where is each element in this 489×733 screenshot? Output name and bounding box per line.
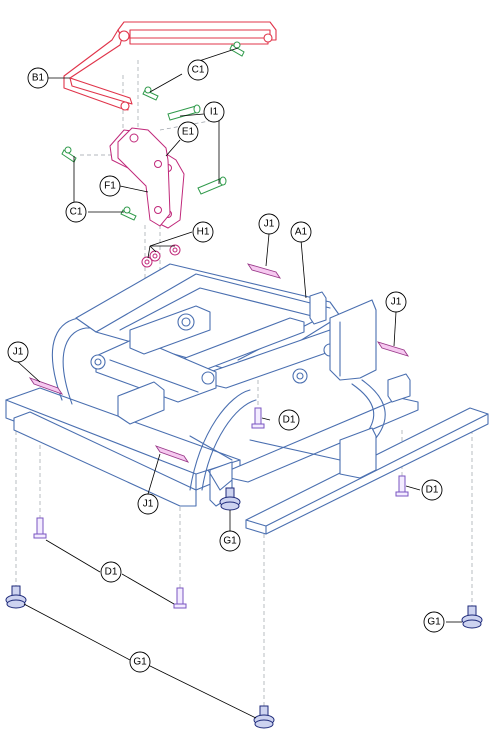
washers-h1 [141,244,181,268]
label-g1-bottom: G1 [129,651,151,673]
svg-text:E1: E1 [182,127,195,138]
label-j1-right: J1 [385,291,407,313]
pad-j1-top [246,263,282,279]
label-g1-right: G1 [423,611,445,633]
bolt-d1-2 [395,475,409,497]
bracket-b1 [63,21,277,111]
label-i1: I1 [203,101,225,123]
bolt-d1-3 [33,517,47,539]
pin-i1-upper [167,104,201,121]
bolt-d1-1 [251,407,265,429]
clip-c1-mid [142,86,159,101]
svg-text:J1: J1 [391,297,402,308]
clip-c1-bottom [120,206,137,221]
label-g1-center: G1 [219,530,241,552]
label-j1-front: J1 [137,493,159,515]
label-b1: B1 [27,67,49,89]
label-a1: A1 [290,221,312,243]
label-d1-right-upper: D1 [278,409,300,431]
pad-j1-front [154,445,190,463]
bolt-d1-4 [173,587,187,609]
label-j1-top: J1 [258,213,280,235]
pad-j1-right [376,341,410,357]
pad-j1-left [28,377,64,395]
svg-text:D1: D1 [283,415,296,426]
svg-text:G1: G1 [223,536,237,547]
svg-text:H1: H1 [197,227,210,238]
glide-g1-2 [5,585,27,609]
svg-text:B1: B1 [32,73,45,84]
label-h1: H1 [192,221,214,243]
svg-text:J1: J1 [264,219,275,230]
glide-g1-3 [461,605,483,629]
svg-text:C1: C1 [192,65,205,76]
label-d1-right-lower: D1 [421,479,443,501]
label-c1-left: C1 [65,201,87,223]
svg-text:G1: G1 [427,617,441,628]
label-d1-bottom: D1 [100,561,122,583]
plate-f1 [117,127,171,227]
pin-i1-lower [197,176,227,195]
leader-lines [17,47,462,719]
label-e1: E1 [177,121,199,143]
svg-text:F1: F1 [104,181,116,192]
svg-text:I1: I1 [210,107,219,118]
label-j1-left: J1 [7,341,29,363]
svg-text:J1: J1 [13,347,24,358]
svg-text:G1: G1 [133,657,147,668]
svg-text:J1: J1 [143,499,154,510]
svg-text:A1: A1 [295,227,308,238]
svg-text:C1: C1 [70,207,83,218]
glide-g1-4 [253,705,275,729]
glide-g1-1 [219,487,241,511]
base-frame-a1 [5,263,489,535]
svg-text:D1: D1 [105,567,118,578]
label-c1-top: C1 [187,59,209,81]
label-f1: F1 [99,175,121,197]
svg-text:D1: D1 [426,485,439,496]
